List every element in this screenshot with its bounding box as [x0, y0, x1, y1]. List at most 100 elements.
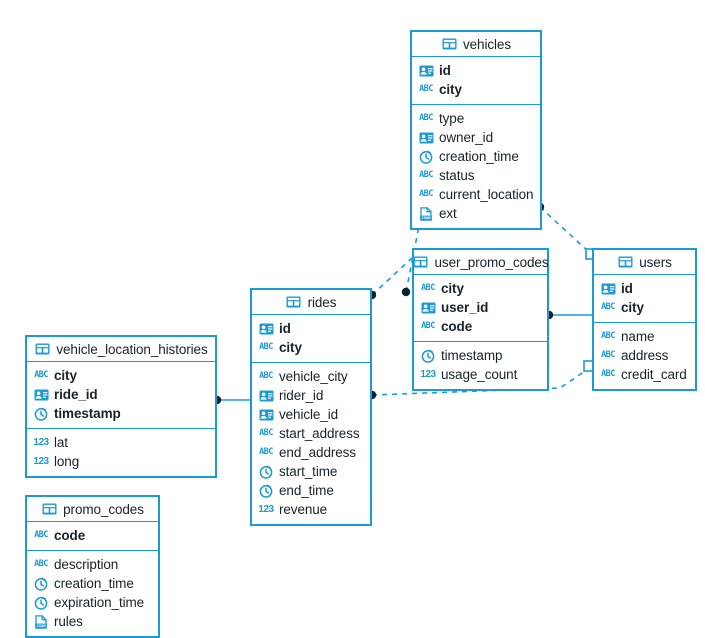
column-name: long: [54, 454, 80, 469]
table-title: users: [639, 254, 672, 270]
column-row[interactable]: ABC credit_card: [594, 365, 695, 384]
column-name: timestamp: [54, 406, 121, 421]
column-row[interactable]: expiration_time: [27, 593, 158, 612]
column-name: vehicle_id: [279, 407, 339, 422]
column-row[interactable]: creation_time: [27, 574, 158, 593]
column-name: creation_time: [54, 576, 134, 591]
table-title: vehicles: [463, 36, 511, 52]
primary-key-row[interactable]: id: [594, 279, 695, 298]
abc-icon: ABC: [259, 428, 273, 439]
json-icon: JSON: [418, 206, 434, 221]
table-header-users[interactable]: users: [594, 250, 695, 275]
table-header-vehicles[interactable]: vehicles: [412, 32, 540, 57]
column-name: ride_id: [54, 387, 98, 402]
key-id-icon: [258, 321, 274, 336]
clock-icon: [33, 595, 49, 610]
table-title: promo_codes: [63, 501, 144, 517]
column-name: rider_id: [279, 388, 324, 403]
primary-key-row[interactable]: ABC city: [412, 80, 540, 99]
column-name: credit_card: [621, 367, 687, 382]
column-row[interactable]: rider_id: [252, 386, 370, 405]
column-row[interactable]: owner_id: [412, 128, 540, 147]
column-name: timestamp: [441, 348, 503, 363]
clock-icon: [418, 149, 434, 164]
column-row[interactable]: timestamp: [414, 346, 547, 365]
abc-icon: ABC: [259, 371, 273, 382]
table-grid-icon: [617, 255, 633, 270]
column-name: id: [279, 321, 291, 336]
column-row[interactable]: creation_time: [412, 147, 540, 166]
abc-icon: ABC: [601, 369, 615, 380]
number-icon: 123: [33, 455, 49, 467]
column-name: city: [279, 340, 302, 355]
table-header-rides[interactable]: rides: [252, 290, 370, 315]
primary-key-row[interactable]: user_id: [414, 298, 547, 317]
column-row[interactable]: ABC start_address: [252, 424, 370, 443]
column-row[interactable]: 123 long: [27, 452, 215, 471]
abc-icon: ABC: [601, 331, 615, 342]
abc-icon: ABC: [34, 530, 48, 541]
abc-icon: ABC: [421, 321, 435, 332]
number-icon: 123: [33, 436, 49, 448]
column-name: end_address: [279, 445, 356, 460]
column-name: start_time: [279, 464, 338, 479]
primary-key-row[interactable]: id: [252, 319, 370, 338]
column-name: status: [439, 168, 475, 183]
column-row[interactable]: vehicle_id: [252, 405, 370, 424]
column-row[interactable]: start_time: [252, 462, 370, 481]
column-row[interactable]: end_time: [252, 481, 370, 500]
column-name: owner_id: [439, 130, 493, 145]
column-name: address: [621, 348, 669, 363]
primary-key-row[interactable]: timestamp: [27, 404, 215, 423]
table-header-promo_codes[interactable]: promo_codes: [27, 497, 158, 522]
column-name: city: [439, 82, 462, 97]
abc-icon: ABC: [419, 84, 433, 95]
column-name: code: [54, 528, 86, 543]
table-grid-icon: [41, 502, 57, 517]
column-row[interactable]: ABC end_address: [252, 443, 370, 462]
column-name: ext: [439, 206, 457, 221]
key-id-icon: [420, 300, 436, 315]
primary-key-row[interactable]: id: [412, 61, 540, 80]
table-grid-icon: [286, 295, 302, 310]
primary-key-row[interactable]: ABC code: [27, 526, 158, 545]
primary-key-row[interactable]: ride_id: [27, 385, 215, 404]
table-header-vehicle_location_histories[interactable]: vehicle_location_histories: [27, 337, 215, 362]
column-name: id: [621, 281, 633, 296]
column-row[interactable]: JSON ext: [412, 204, 540, 223]
column-name: start_address: [279, 426, 360, 441]
abc-icon: ABC: [259, 447, 273, 458]
column-name: city: [441, 281, 464, 296]
table-header-user_promo_codes[interactable]: user_promo_codes: [413, 250, 549, 275]
